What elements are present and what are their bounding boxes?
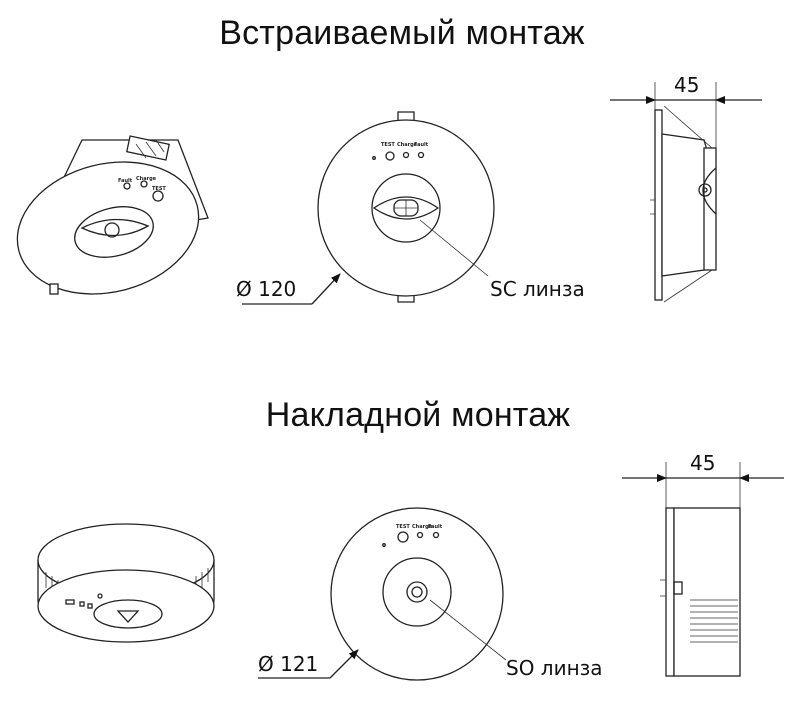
recessed-depth-label: 45 [674, 73, 699, 97]
iso-fault-text: Fault [118, 178, 133, 184]
surface-fault-text: Fault [428, 524, 443, 530]
iso-test-text: TEST [152, 186, 166, 192]
recessed-front-view: TEST Charge Fault [242, 111, 495, 305]
iso-charge-text: Charge [136, 176, 157, 182]
front-fault-text: Fault [414, 142, 429, 148]
title-recessed-mounting: Встраиваемый монтаж [219, 14, 585, 52]
recessed-side-view [610, 82, 762, 303]
surface-lens-label: SO линза [506, 656, 603, 680]
surface-charge-text: Charge [412, 524, 433, 530]
recessed-iso-view: Fault Charge TEST [16, 135, 209, 295]
surface-lens-ring [382, 557, 452, 627]
recessed-diameter-label: Ø 120 [236, 277, 296, 301]
title-surface-mounting: Накладной монтаж [265, 396, 571, 434]
surface-depth-label: 45 [690, 451, 715, 475]
recessed-lens-label: SC линза [490, 277, 585, 301]
surface-diameter-label: Ø 121 [258, 652, 318, 676]
recessed-lens-ring [371, 173, 441, 243]
front-charge-text: Charge [397, 142, 418, 148]
front-test-text: TEST [381, 142, 395, 148]
surface-iso-view [37, 523, 215, 643]
surface-front-view: TEST Charge Fault [258, 507, 507, 681]
surface-test-text: TEST [396, 524, 410, 530]
surface-side-view [622, 462, 784, 677]
